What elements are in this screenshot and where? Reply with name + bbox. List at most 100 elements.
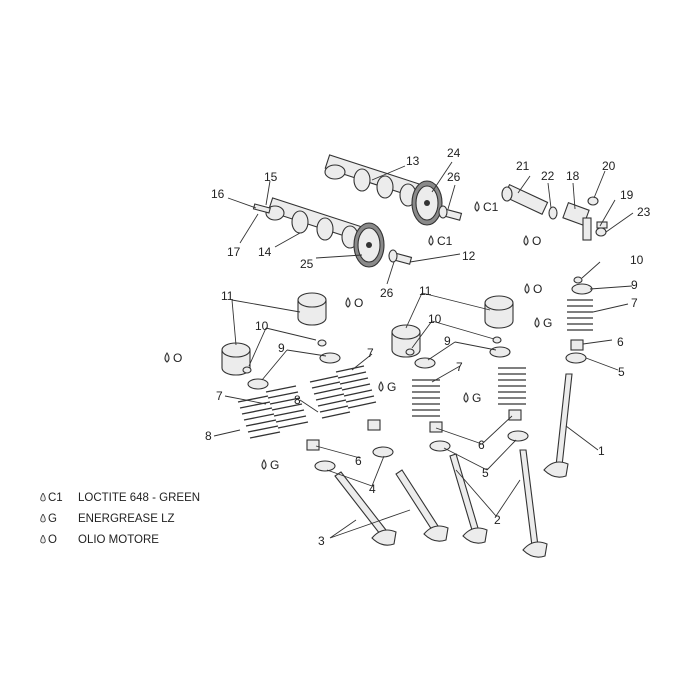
callout-7-mid: 7 [367, 346, 374, 360]
o-drop-icon [523, 235, 529, 246]
dowel-pin-15 [252, 203, 271, 214]
o-drop-icon [345, 297, 351, 308]
c1-drop-icon [474, 201, 480, 212]
callout-11-left: 11 [221, 289, 234, 303]
callout-21: 21 [516, 159, 530, 173]
spring-seat-5 [314, 352, 587, 472]
c1-marker-upper: C1 [483, 200, 499, 214]
callout-24: 24 [447, 146, 461, 160]
callout-11-mid: 11 [419, 284, 432, 298]
callout-18: 18 [566, 169, 580, 183]
cam-sprocket-24 [411, 180, 443, 226]
exhaust-valve-3-a [334, 471, 397, 546]
rocker-arm-18 [562, 202, 592, 241]
callout-20: 20 [602, 159, 616, 173]
o-marker-tappet-d: O [533, 282, 542, 296]
callout-6-mid: 6 [478, 438, 485, 452]
valve-spring-7-center [412, 379, 440, 417]
pin-20 [587, 196, 599, 206]
callout-5-right: 5 [618, 365, 625, 379]
callout-3: 3 [318, 534, 325, 548]
callout-22: 22 [541, 169, 555, 183]
g-marker-left: G [270, 458, 279, 472]
legend-symbol: G [48, 512, 57, 525]
o-marker-rocker: O [532, 234, 541, 248]
tappet-11-a [297, 292, 327, 326]
drop-markers: C1 C1 O O O O G G G G [164, 200, 552, 472]
g-drop-icon [378, 381, 384, 392]
callout-9-mid: 9 [444, 334, 451, 348]
g-marker-center: G [472, 391, 481, 405]
g-drop-icon [463, 392, 469, 403]
nut-23 [595, 227, 607, 237]
callout-19: 19 [620, 188, 634, 202]
washer-22 [548, 206, 558, 220]
sprocket-bolt-26-upper [438, 205, 463, 221]
intake-valve-2-b [519, 449, 548, 558]
callout-labels: 1 2 3 4 5 5 6 6 6 7 7 7 7 8 8 9 9 9 10 1… [205, 146, 651, 548]
callout-12: 12 [462, 249, 476, 263]
valve-spring-8-left [237, 395, 281, 439]
intake-valve-1 [543, 373, 573, 478]
callout-1: 1 [598, 444, 605, 458]
legend-text: LOCTITE 648 - GREEN [78, 491, 201, 504]
valve-cotters-10 [242, 276, 583, 374]
valve-seal-6 [306, 339, 584, 451]
callout-14: 14 [258, 245, 272, 259]
rocker-shaft-21 [501, 183, 549, 215]
o-drop-icon [524, 283, 530, 294]
callout-15: 15 [264, 170, 278, 184]
callout-7-right: 7 [631, 296, 638, 310]
callout-16: 16 [211, 187, 225, 201]
o-marker-tappet-b: O [173, 351, 182, 365]
spring-retainer-9 [247, 283, 593, 390]
callout-25: 25 [300, 257, 314, 271]
legend-symbol: C1 [48, 491, 63, 504]
callout-26-lower: 26 [380, 286, 394, 300]
legend-symbol: O [48, 533, 57, 546]
c1-drop-icon [428, 235, 434, 246]
callout-6-left: 6 [355, 454, 362, 468]
callout-8-mid: 8 [294, 393, 301, 407]
g-drop-icon [261, 459, 267, 470]
valve-spring-8-mid [309, 375, 351, 419]
callout-10-right: 10 [630, 253, 644, 267]
callout-4: 4 [369, 482, 376, 496]
callout-7-left: 7 [216, 389, 223, 403]
callout-2: 2 [494, 513, 501, 527]
legend-row-o: O OLIO MOTORE [40, 529, 200, 550]
legend-row-g: G ENERGREASE LZ [40, 508, 200, 529]
callout-10-left: 10 [255, 319, 269, 333]
intake-valve-2-a [449, 453, 488, 544]
legend-text: ENERGREASE LZ [78, 512, 175, 525]
o-drop-icon [164, 352, 170, 363]
g-drop-icon [534, 317, 540, 328]
tappet-11-d [484, 295, 514, 329]
cam-sprocket-25 [353, 222, 385, 268]
drop-icon [40, 514, 46, 523]
drop-icon [40, 493, 46, 502]
valve-spring-7-far-right [567, 299, 593, 331]
callout-6-right: 6 [617, 335, 624, 349]
legend: C1 LOCTITE 648 - GREEN G ENERGREASE LZ O… [40, 487, 200, 550]
valve-spring-7-right [498, 367, 526, 405]
callout-8-left: 8 [205, 429, 212, 443]
exhaust-valve-3-b [395, 469, 449, 542]
valve-spring-7-left [265, 385, 309, 429]
callout-13: 13 [406, 154, 420, 168]
drop-icon [40, 535, 46, 544]
camshaft-14 [265, 197, 369, 249]
callout-9-left: 9 [278, 341, 285, 355]
callout-7-center: 7 [456, 360, 463, 374]
g-marker-right: G [543, 316, 552, 330]
leader-lines [213, 161, 634, 539]
callout-26-upper: 26 [447, 170, 461, 184]
callout-23: 23 [637, 205, 651, 219]
callout-17: 17 [227, 245, 241, 259]
legend-row-c1: C1 LOCTITE 648 - GREEN [40, 487, 200, 508]
legend-text: OLIO MOTORE [78, 533, 159, 546]
g-marker-mid: G [387, 380, 396, 394]
callout-10-mid: 10 [428, 312, 442, 326]
c1-marker-lower: C1 [437, 234, 453, 248]
